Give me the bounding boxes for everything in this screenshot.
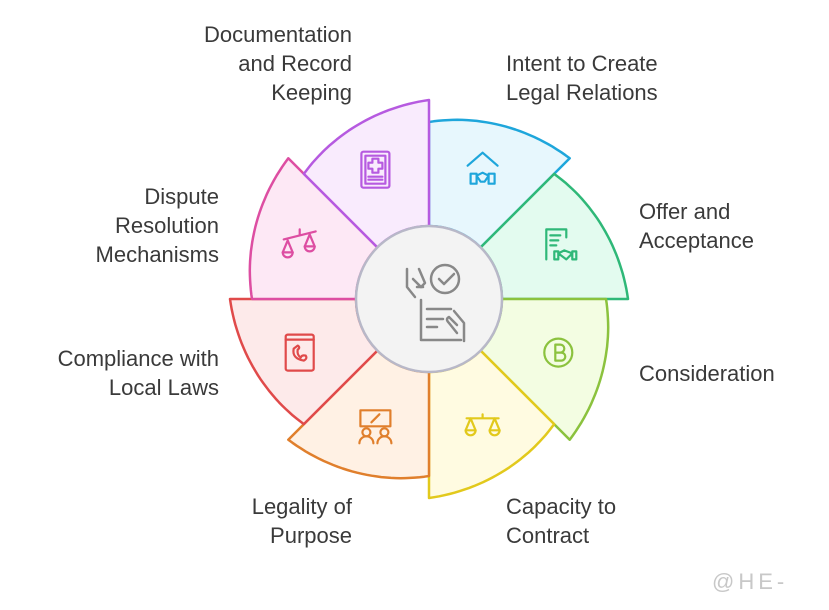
label-line: Capacity to (506, 494, 617, 519)
label-documentation: Documentation and Record Keeping (204, 20, 352, 107)
label-line: Compliance with (57, 346, 219, 371)
label-compliance: Compliance with Local Laws (58, 344, 219, 402)
label-line: Consideration (639, 361, 775, 386)
label-intent: Intent to Create Legal Relations (506, 49, 658, 107)
bitcoin-exchange-icon (543, 337, 574, 368)
unbalanced-scales-icon (281, 228, 317, 259)
label-line: and Record (238, 51, 352, 76)
label-offer: Offer and Acceptance (639, 197, 754, 255)
label-line: Dispute (144, 184, 219, 209)
segment-2 (479, 172, 630, 301)
label-line: Legality of (251, 494, 352, 519)
label-line: Acceptance (639, 228, 754, 253)
scales-icon (464, 413, 501, 437)
center-hub (354, 224, 504, 374)
label-capacity: Capacity to Contract (506, 492, 616, 550)
label-legality: Legality of Purpose (252, 492, 352, 550)
contract-handshake-icon (545, 228, 578, 261)
label-line: Documentation (204, 22, 352, 47)
gavel-meeting-icon (358, 409, 393, 445)
label-line: Mechanisms (95, 242, 219, 267)
clipboard-medical-icon (360, 150, 391, 189)
label-line: Resolution (115, 213, 219, 238)
contract-signing-icon (405, 263, 466, 343)
label-line: Purpose (270, 523, 352, 548)
label-line: Keeping (271, 80, 352, 105)
label-dispute: Dispute Resolution Mechanisms (96, 182, 219, 269)
label-line: Contract (506, 523, 590, 548)
law-book-icon (284, 333, 315, 372)
label-consideration: Consideration (639, 359, 775, 388)
watermark: @HE- (712, 569, 789, 594)
label-line: Legal Relations (506, 80, 658, 105)
house-handshake-icon (466, 151, 499, 185)
segment-7 (248, 157, 379, 301)
label-line: Offer and (639, 199, 731, 224)
label-line: Local Laws (108, 375, 219, 400)
label-line: Intent to Create (506, 51, 658, 76)
